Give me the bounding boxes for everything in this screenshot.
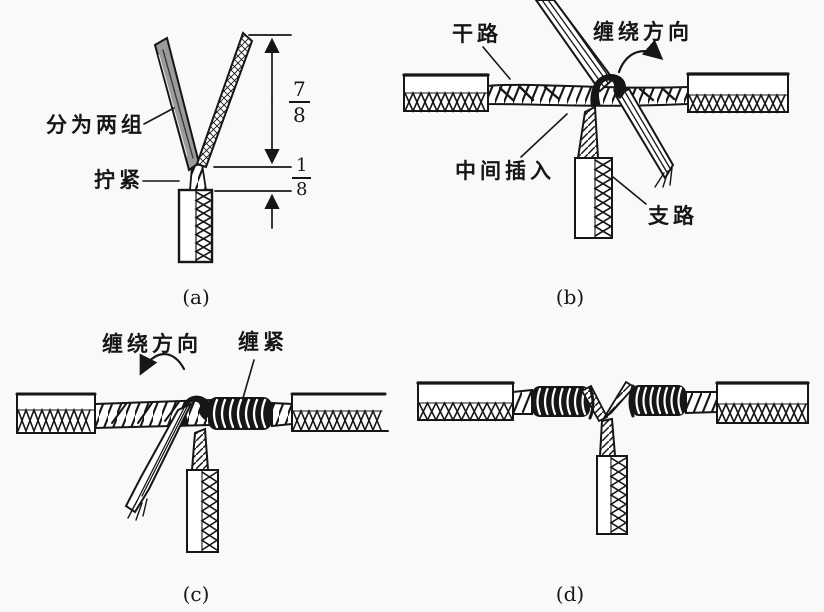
- branch-bare-wire-b: [576, 105, 600, 159]
- wrap-knot-c: [180, 395, 212, 427]
- label-winding-direction-c: 缠绕方向: [102, 332, 202, 356]
- main-wire-b: [487, 83, 689, 107]
- insulation-sleeve-d-right: [715, 381, 810, 424]
- panel-c-drawing: [15, 353, 389, 553]
- insulation-sleeve-d-left: [416, 381, 515, 422]
- fraction-numerator: 7: [289, 79, 310, 103]
- fraction-numerator: 1: [292, 157, 312, 179]
- insulation-sleeve-a: [177, 188, 214, 264]
- label-insert-middle: 中间插入: [455, 159, 555, 183]
- fraction-denominator: 8: [293, 103, 306, 127]
- winding-direction-arrow-b: [617, 39, 664, 74]
- wrapped-coil-d-left: [532, 386, 590, 417]
- insulation-sleeve-b-branch: [574, 157, 613, 239]
- dimension-one-eighth: 1 8: [292, 157, 312, 200]
- leader-main-line: [482, 46, 511, 80]
- main-wire-c: [94, 398, 211, 430]
- leader-wrap-tight: [242, 359, 255, 399]
- caption-panel-d: (d): [555, 582, 585, 606]
- wrap-knot-b: [590, 73, 626, 107]
- insulation-sleeve-d-branch: [596, 455, 628, 535]
- panel-d-drawing: [416, 380, 810, 535]
- fraction-denominator: 8: [296, 179, 308, 200]
- branch-bare-wire-d: [598, 417, 617, 457]
- caption-panel-b: (b): [555, 285, 585, 309]
- label-branch-line: 支路: [648, 204, 698, 228]
- label-winding-direction-b: 缠绕方向: [593, 20, 693, 44]
- insulation-sleeve-c-left: [15, 392, 97, 434]
- wrapped-coil-d-right: [631, 385, 686, 416]
- insulation-sleeve-c-right: [290, 392, 389, 433]
- leader-divide-two-groups: [143, 107, 175, 125]
- panel-a-drawing: [142, 31, 292, 264]
- branch-split-d: [580, 380, 636, 423]
- panel-b-drawing: [402, 0, 790, 239]
- dimension-lines: [213, 34, 292, 229]
- main-wire-c-right: [271, 401, 293, 428]
- wire-segment-d-right: [685, 391, 718, 415]
- caption-panel-c: (c): [182, 582, 210, 606]
- label-main-line: 干路: [452, 22, 502, 46]
- branch-bare-wire-c: [190, 427, 210, 471]
- right-strand-group: [195, 31, 254, 169]
- leader-insert-middle: [520, 113, 568, 158]
- label-wrap-tight: 缠紧: [238, 330, 288, 354]
- caption-panel-a: (a): [182, 285, 210, 309]
- leader-branch-line: [612, 176, 647, 205]
- loose-strand-c: [124, 401, 194, 521]
- wrapped-coil-c: [208, 397, 272, 430]
- winding-direction-arrow-c: [139, 353, 186, 376]
- label-divide-two-groups: 分为两组: [46, 113, 146, 137]
- label-twist-tight: 拧紧: [94, 168, 144, 192]
- insulation-sleeve-c-branch: [186, 469, 219, 553]
- wire-segment-d-left: [512, 388, 533, 415]
- branch-strand-up: [534, 0, 615, 93]
- left-strand-group: [153, 36, 201, 172]
- insulation-sleeve-b-left: [402, 73, 490, 113]
- insulation-sleeve-b-right: [686, 72, 790, 114]
- dimension-seven-eighths: 7 8: [289, 79, 310, 125]
